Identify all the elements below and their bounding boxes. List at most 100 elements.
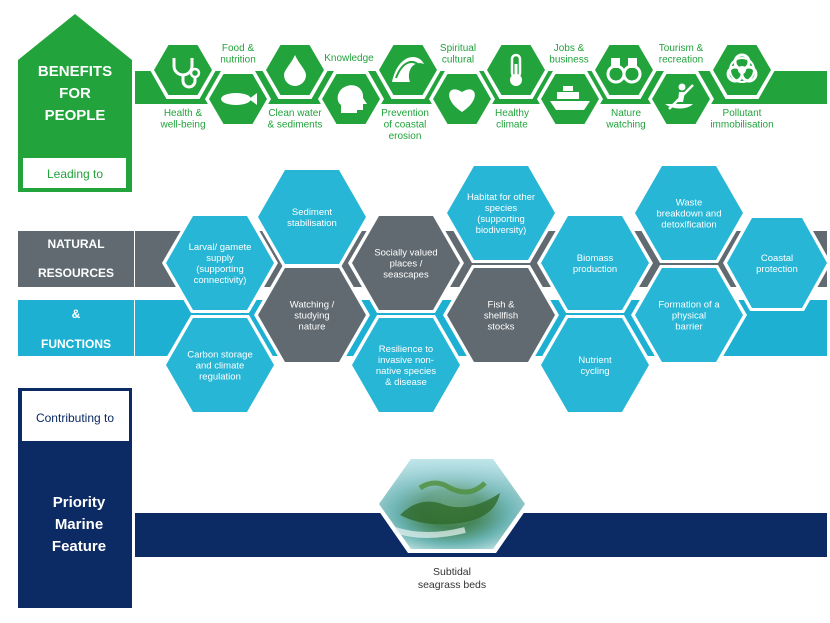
resource-label: Larval/ gamete xyxy=(189,242,252,253)
resource-label: species xyxy=(485,203,517,214)
benefit-label: of coastal xyxy=(384,120,427,131)
resource-label: production xyxy=(573,264,617,275)
benefit-label: Healthy xyxy=(495,108,529,119)
leading-to-box xyxy=(23,158,126,188)
feature-label-line-2: seagrass beds xyxy=(418,579,486,591)
priority-title-line-2: Marine xyxy=(55,516,103,533)
stethoscope-icon xyxy=(172,58,201,89)
benefit-label: climate xyxy=(496,120,528,131)
benefit-hexagon: Clean water& sediments xyxy=(262,41,328,131)
benefit-label: Health & xyxy=(164,108,203,119)
benefit-label: nutrition xyxy=(220,55,256,66)
resource-label: Watching / xyxy=(290,300,335,311)
resource-label: Nutrient xyxy=(578,355,612,366)
resource-label: Carbon storage xyxy=(187,350,252,361)
ampersand-label: & xyxy=(72,307,81,321)
benefit-label: immobilisation xyxy=(710,120,773,131)
resource-label: seascapes xyxy=(383,270,429,281)
benefit-label: Prevention xyxy=(381,108,429,119)
resource-label: stocks xyxy=(488,322,515,333)
fish-icon xyxy=(221,93,257,105)
resource-label: supply xyxy=(206,253,234,264)
resource-label: stabilisation xyxy=(287,218,337,229)
functions-label: FUNCTIONS xyxy=(41,337,111,351)
resource-label: breakdown and xyxy=(657,209,722,220)
benefit-label: Tourism & xyxy=(659,43,704,54)
benefit-label: Jobs & xyxy=(554,43,585,54)
resource-label: Coastal xyxy=(761,253,793,264)
benefit-label: recreation xyxy=(659,55,703,66)
priority-title-line-3: Feature xyxy=(52,538,106,555)
contributing-to-box xyxy=(22,391,129,441)
resource-label: Sediment xyxy=(292,207,332,218)
resource-label: detoxification xyxy=(661,220,716,231)
benefit-label: business xyxy=(549,55,588,66)
feature-label-line-1: Subtidal xyxy=(433,566,471,578)
resource-hexagon: Larval/ gametesupply(supportingconnectiv… xyxy=(162,213,278,313)
benefits-pentagon xyxy=(18,14,132,192)
contributing-to-label: Contributing to xyxy=(36,411,114,425)
benefits-title-line-3: PEOPLE xyxy=(45,107,106,124)
benefits-title-line-1: BENEFITS xyxy=(38,63,112,80)
resource-label: Socially valued xyxy=(374,248,437,259)
resource-label: nature xyxy=(299,322,326,333)
benefit-label: Food & xyxy=(222,43,255,54)
benefit-label: Nature xyxy=(611,108,641,119)
benefit-label: cultural xyxy=(442,55,474,66)
resource-label: studying xyxy=(294,311,329,322)
resource-label: regulation xyxy=(199,372,241,383)
resource-label: Habitat for other xyxy=(467,192,535,203)
seagrass-image-hexagon xyxy=(374,455,530,553)
resource-label: biodiversity) xyxy=(476,225,527,236)
leading-to-label: Leading to xyxy=(47,167,103,181)
benefit-label: well-being xyxy=(159,120,205,131)
priority-box xyxy=(18,388,132,608)
wave-icon xyxy=(392,57,424,82)
benefit-label: watching xyxy=(605,120,645,131)
natural-label: NATURAL xyxy=(47,237,104,251)
resource-label: (supporting xyxy=(477,214,525,225)
head-icon xyxy=(337,85,367,113)
resources-label: RESOURCES xyxy=(38,266,114,280)
thermometer-icon xyxy=(510,53,522,86)
resource-label: places / xyxy=(390,259,423,270)
benefit-hexagon: Tourism &recreation xyxy=(648,43,714,128)
benefit-label: & sediments xyxy=(267,120,322,131)
resource-label: protection xyxy=(756,264,798,275)
benefit-label: erosion xyxy=(389,131,422,142)
natural-resources-label-box xyxy=(18,231,134,287)
resource-label: (supporting xyxy=(196,264,244,275)
water-drop-icon xyxy=(284,55,306,86)
benefit-label: Clean water xyxy=(268,108,322,119)
benefit-label: Knowledge xyxy=(324,53,374,64)
benefit-label: Pollutant xyxy=(723,108,762,119)
resource-label: Formation of a xyxy=(658,300,720,311)
ship-icon xyxy=(550,86,590,110)
functions-label-box xyxy=(18,300,134,356)
heart-icon xyxy=(449,89,475,112)
resource-hexagons: Larval/ gametesupply(supportingconnectiv… xyxy=(162,163,830,415)
binoculars-icon xyxy=(606,58,642,84)
benefits-title-line-2: FOR xyxy=(59,85,91,102)
resource-label: physical xyxy=(672,311,706,322)
benefit-hexagon: Health &well-being xyxy=(150,41,216,131)
resource-label: barrier xyxy=(675,322,702,333)
benefit-hexagon: Jobs &business xyxy=(537,43,603,128)
resource-label: cycling xyxy=(580,366,609,377)
